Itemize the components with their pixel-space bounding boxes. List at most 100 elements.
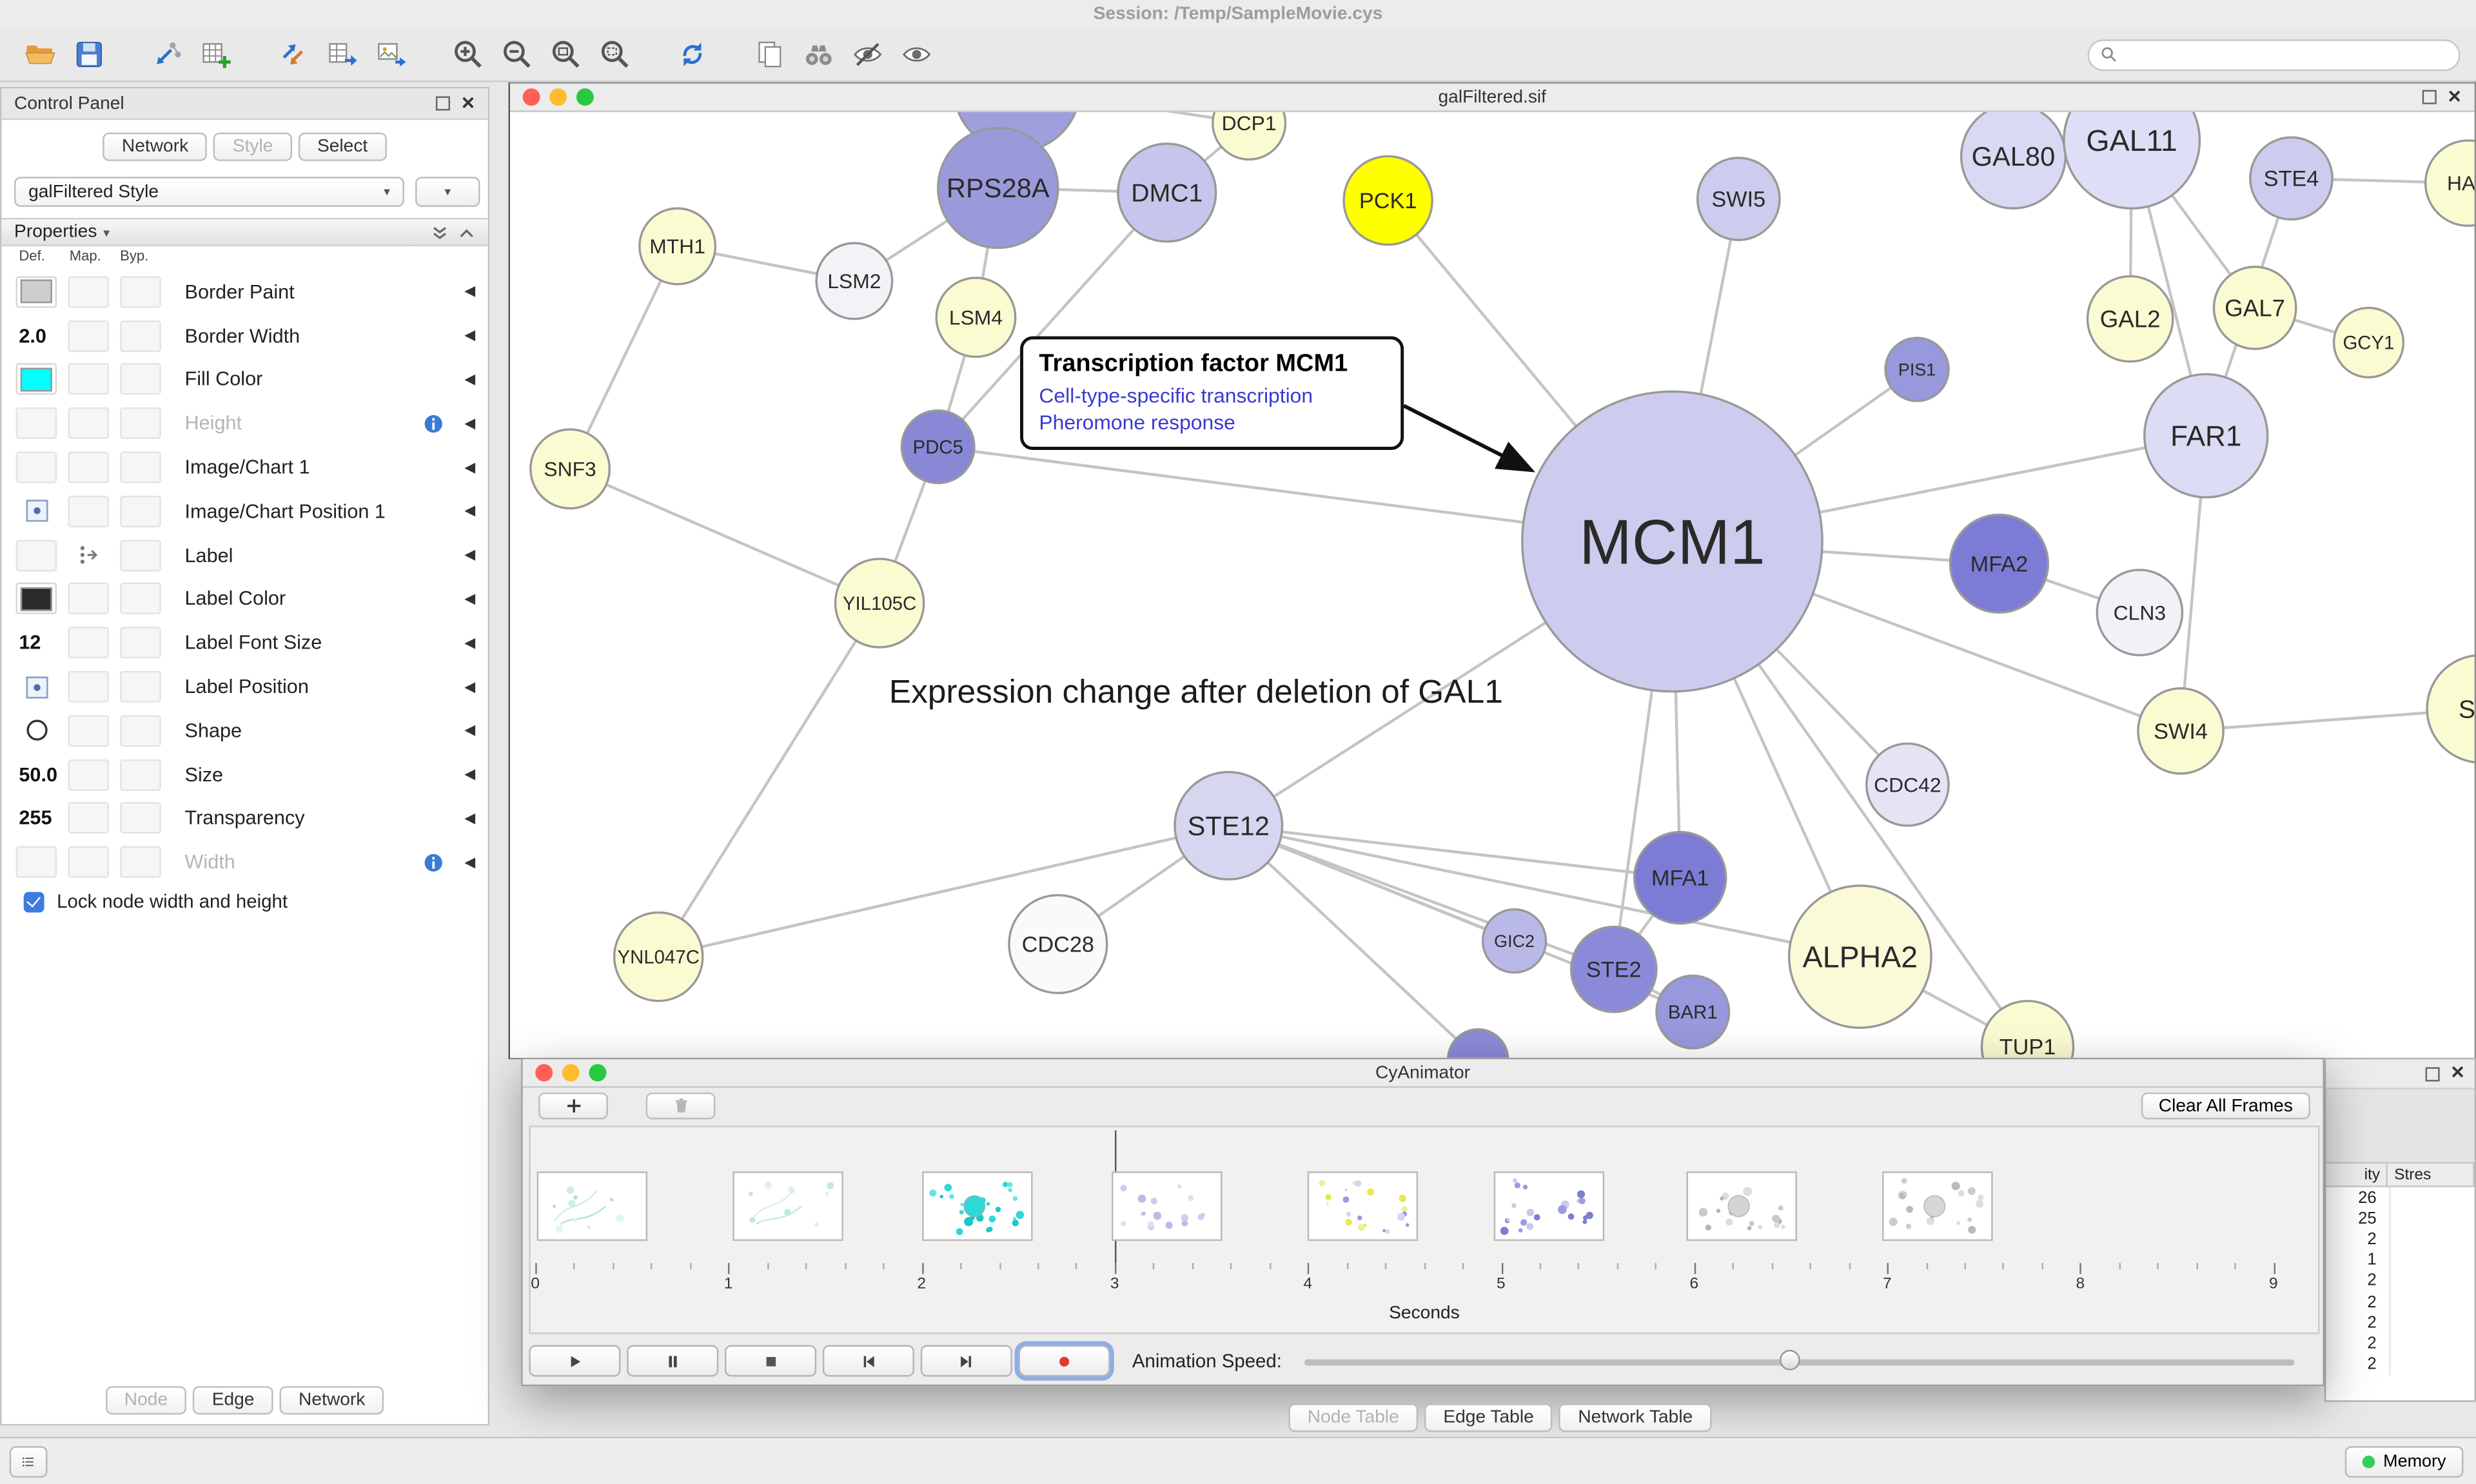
value-cell[interactable]: 255 bbox=[19, 807, 52, 830]
property-row-label[interactable]: Label◀ bbox=[1, 533, 487, 577]
panel-tab-node[interactable]: Node bbox=[105, 1386, 187, 1415]
value-cell-empty[interactable] bbox=[120, 364, 161, 396]
value-cell-empty[interactable] bbox=[120, 846, 161, 879]
value-cell-empty[interactable] bbox=[15, 451, 57, 483]
status-menu-button[interactable] bbox=[9, 1446, 48, 1478]
float-window-icon[interactable] bbox=[435, 96, 450, 111]
table-row[interactable]: 2 bbox=[2326, 1333, 2474, 1354]
collapse-row-icon[interactable]: ◀ bbox=[464, 458, 476, 475]
value-cell-empty[interactable] bbox=[120, 759, 161, 791]
play-button[interactable] bbox=[529, 1345, 621, 1377]
network-node-PIS1[interactable]: PIS1 bbox=[1884, 337, 1950, 402]
network-node-GAL11[interactable]: GAL11 bbox=[2063, 112, 2201, 210]
minimize-traffic-light[interactable] bbox=[562, 1064, 580, 1082]
zoom-fit-button[interactable] bbox=[542, 32, 591, 77]
close-traffic-light[interactable] bbox=[535, 1064, 553, 1082]
value-cell-empty[interactable] bbox=[120, 320, 161, 352]
memory-button[interactable]: Memory bbox=[2345, 1446, 2464, 1478]
mapping-icon[interactable] bbox=[68, 540, 109, 571]
value-cell-empty[interactable] bbox=[120, 451, 161, 483]
frame-thumbnail-8[interactable] bbox=[1882, 1171, 1993, 1241]
collapse-row-icon[interactable]: ◀ bbox=[464, 766, 476, 782]
frame-thumbnail-5[interactable] bbox=[1307, 1171, 1419, 1241]
close-window-icon[interactable]: ✕ bbox=[2447, 87, 2462, 107]
value-cell-empty[interactable] bbox=[68, 276, 109, 308]
property-row-width[interactable]: Width◀ bbox=[1, 841, 487, 884]
zoom-selected-button[interactable] bbox=[591, 32, 640, 77]
collapse-row-icon[interactable]: ◀ bbox=[464, 678, 476, 694]
network-node-FAR1[interactable]: FAR1 bbox=[2143, 373, 2269, 499]
find-button[interactable] bbox=[794, 32, 843, 77]
value-cell-empty[interactable] bbox=[68, 407, 109, 440]
table-row[interactable]: 25 bbox=[2326, 1207, 2474, 1229]
value-cell[interactable]: 12 bbox=[19, 632, 41, 654]
network-node-PDC5[interactable]: PDC5 bbox=[900, 409, 976, 485]
network-node-GAL80[interactable]: GAL80 bbox=[1960, 112, 2067, 210]
network-node-CDC42[interactable]: CDC42 bbox=[1865, 742, 1950, 827]
export-image-button[interactable] bbox=[366, 32, 415, 77]
property-row-border-paint[interactable]: Border Paint◀ bbox=[1, 270, 487, 314]
animation-speed-slider[interactable] bbox=[1304, 1345, 2295, 1377]
dock-tab-edge-table[interactable]: Edge Table bbox=[1424, 1403, 1553, 1432]
value-cell-empty[interactable] bbox=[68, 495, 109, 527]
value-cell-empty[interactable] bbox=[68, 451, 109, 483]
cyanimator-titlebar[interactable]: CyAnimator bbox=[522, 1059, 2323, 1088]
network-node-LSM2[interactable]: LSM2 bbox=[815, 242, 894, 320]
value-cell-empty[interactable] bbox=[15, 407, 57, 440]
close-window-icon[interactable]: ✕ bbox=[2450, 1064, 2465, 1084]
dock-tab-network-table[interactable]: Network Table bbox=[1558, 1403, 1712, 1432]
mcm1-annotation[interactable]: Transcription factor MCM1 Cell-type-spec… bbox=[1020, 336, 1404, 450]
collapse-row-icon[interactable]: ◀ bbox=[464, 546, 476, 563]
network-node-RPS28A[interactable]: RPS28A bbox=[936, 126, 1059, 249]
hide-selected-button[interactable] bbox=[843, 32, 892, 77]
dock-tab-node-table[interactable]: Node Table bbox=[1288, 1403, 1419, 1432]
table-row[interactable]: 2 bbox=[2326, 1312, 2474, 1333]
position-icon[interactable] bbox=[15, 496, 57, 527]
network-node-MTH1[interactable]: MTH1 bbox=[638, 207, 717, 286]
frame-thumbnail-2[interactable] bbox=[732, 1171, 843, 1241]
delete-frame-button[interactable] bbox=[645, 1092, 716, 1120]
tab-network[interactable]: Network bbox=[103, 132, 208, 161]
network-node-PCK1[interactable]: PCK1 bbox=[1342, 155, 1433, 246]
clear-all-frames-button[interactable]: Clear All Frames bbox=[2141, 1092, 2310, 1120]
network-node-MFA2[interactable]: MFA2 bbox=[1949, 513, 2050, 614]
close-traffic-light[interactable] bbox=[522, 88, 540, 106]
network-node-SLT[interactable]: SLT bbox=[2426, 654, 2475, 763]
annotation-link-2[interactable]: Pheromone response bbox=[1039, 409, 1235, 434]
search-input[interactable] bbox=[2123, 43, 2448, 66]
frame-thumbnail-3[interactable] bbox=[922, 1171, 1033, 1241]
network-node-LSM4[interactable]: LSM4 bbox=[935, 277, 1017, 358]
property-row-label-position[interactable]: Label Position◀ bbox=[1, 665, 487, 708]
value-cell-empty[interactable] bbox=[120, 539, 161, 571]
panel-tab-network[interactable]: Network bbox=[279, 1386, 384, 1415]
export-network-button[interactable] bbox=[268, 32, 317, 77]
network-node-DMC1[interactable]: DMC1 bbox=[1117, 142, 1217, 243]
table-column-header[interactable]: Stres bbox=[2388, 1162, 2475, 1187]
search-field[interactable] bbox=[2087, 39, 2461, 70]
refresh-view-button[interactable] bbox=[668, 32, 717, 77]
network-node-SNF3[interactable]: SNF3 bbox=[529, 428, 611, 510]
value-cell-empty[interactable] bbox=[68, 759, 109, 791]
tab-style[interactable]: Style bbox=[213, 132, 292, 161]
pause-button[interactable] bbox=[627, 1345, 719, 1377]
save-session-button[interactable] bbox=[64, 32, 113, 77]
close-window-icon[interactable]: ✕ bbox=[460, 93, 476, 113]
properties-header[interactable]: Properties ▾ bbox=[1, 217, 488, 247]
network-node-BAR1[interactable]: BAR1 bbox=[1655, 974, 1731, 1050]
network-node-DCP1[interactable]: DCP1 bbox=[1212, 112, 1287, 161]
float-window-icon[interactable] bbox=[2425, 1066, 2440, 1081]
value-cell-empty[interactable] bbox=[120, 276, 161, 308]
stop-button[interactable] bbox=[725, 1345, 817, 1377]
frame-thumbnail-7[interactable] bbox=[1686, 1171, 1797, 1241]
property-row-label-color[interactable]: Label Color◀ bbox=[1, 577, 487, 621]
value-cell-empty[interactable] bbox=[15, 846, 57, 879]
network-node-ALPHA2[interactable]: ALPHA2 bbox=[1787, 884, 1932, 1030]
value-cell-empty[interactable] bbox=[68, 803, 109, 835]
style-options-button[interactable]: ▾ bbox=[415, 177, 480, 207]
info-icon[interactable] bbox=[423, 413, 444, 434]
info-icon[interactable] bbox=[423, 852, 444, 873]
table-row[interactable]: 2 bbox=[2326, 1270, 2474, 1292]
network-node-SWI5[interactable]: SWI5 bbox=[1696, 157, 1781, 241]
